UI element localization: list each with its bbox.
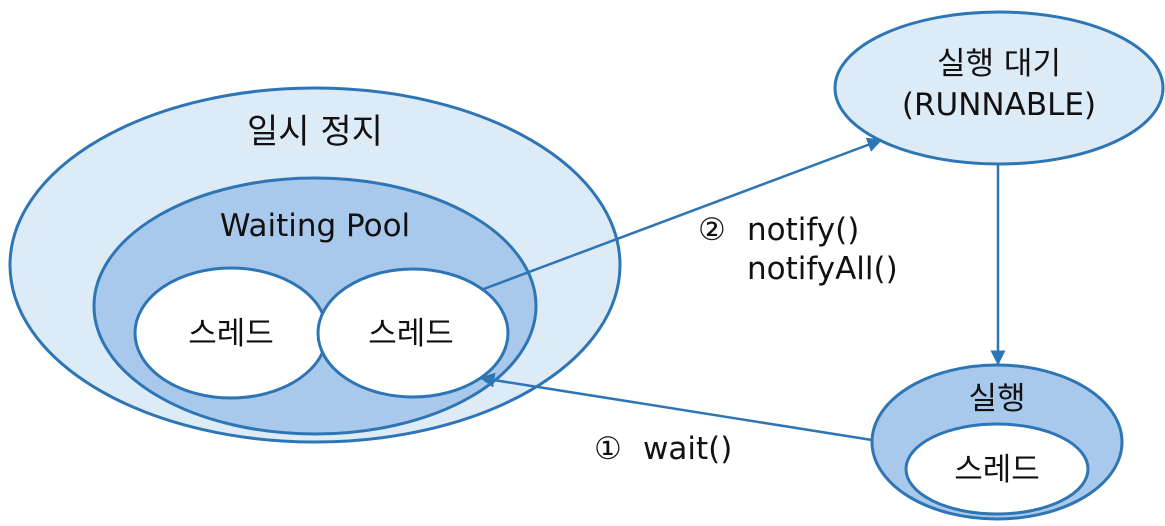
wait-number: ①	[594, 431, 622, 467]
runnable-state-title: 실행 대기	[937, 46, 1061, 82]
notify-number: ②	[698, 212, 726, 248]
waiting-thread-2-outline	[316, 267, 510, 399]
notify-arrow	[480, 137, 883, 292]
paused-state-title: 일시 정지	[247, 112, 383, 152]
waiting-thread-1-label: 스레드	[188, 316, 274, 352]
notify-label: ② notify() notifyAll()	[698, 212, 898, 287]
waiting-pool: Waiting Pool 스레드 스레드	[92, 176, 538, 436]
waiting-thread-2: 스레드	[316, 267, 510, 399]
notify-all-method: notifyAll()	[747, 251, 898, 287]
paused-state: 일시 정지 Waiting Pool 스레드 스레드	[8, 86, 622, 444]
waiting-thread-2-label: 스레드	[368, 316, 454, 352]
running-thread-outline	[904, 422, 1090, 516]
waiting-thread-1: 스레드	[133, 266, 329, 400]
runnable-state: 실행 대기 (RUNNABLE)	[833, 10, 1165, 166]
wait-arrow	[479, 372, 873, 442]
notify-method: notify()	[747, 212, 859, 248]
running-state-title: 실행	[968, 381, 1025, 417]
running-state: 실행 스레드	[870, 363, 1124, 521]
waiting-pool-title: Waiting Pool	[220, 208, 410, 244]
wait-method: wait()	[643, 431, 732, 467]
wait-label: ① wait()	[594, 431, 732, 467]
running-thread: 스레드	[904, 422, 1090, 516]
running-thread-label: 스레드	[954, 452, 1040, 488]
runnable-state-subtitle: (RUNNABLE)	[902, 87, 1096, 123]
